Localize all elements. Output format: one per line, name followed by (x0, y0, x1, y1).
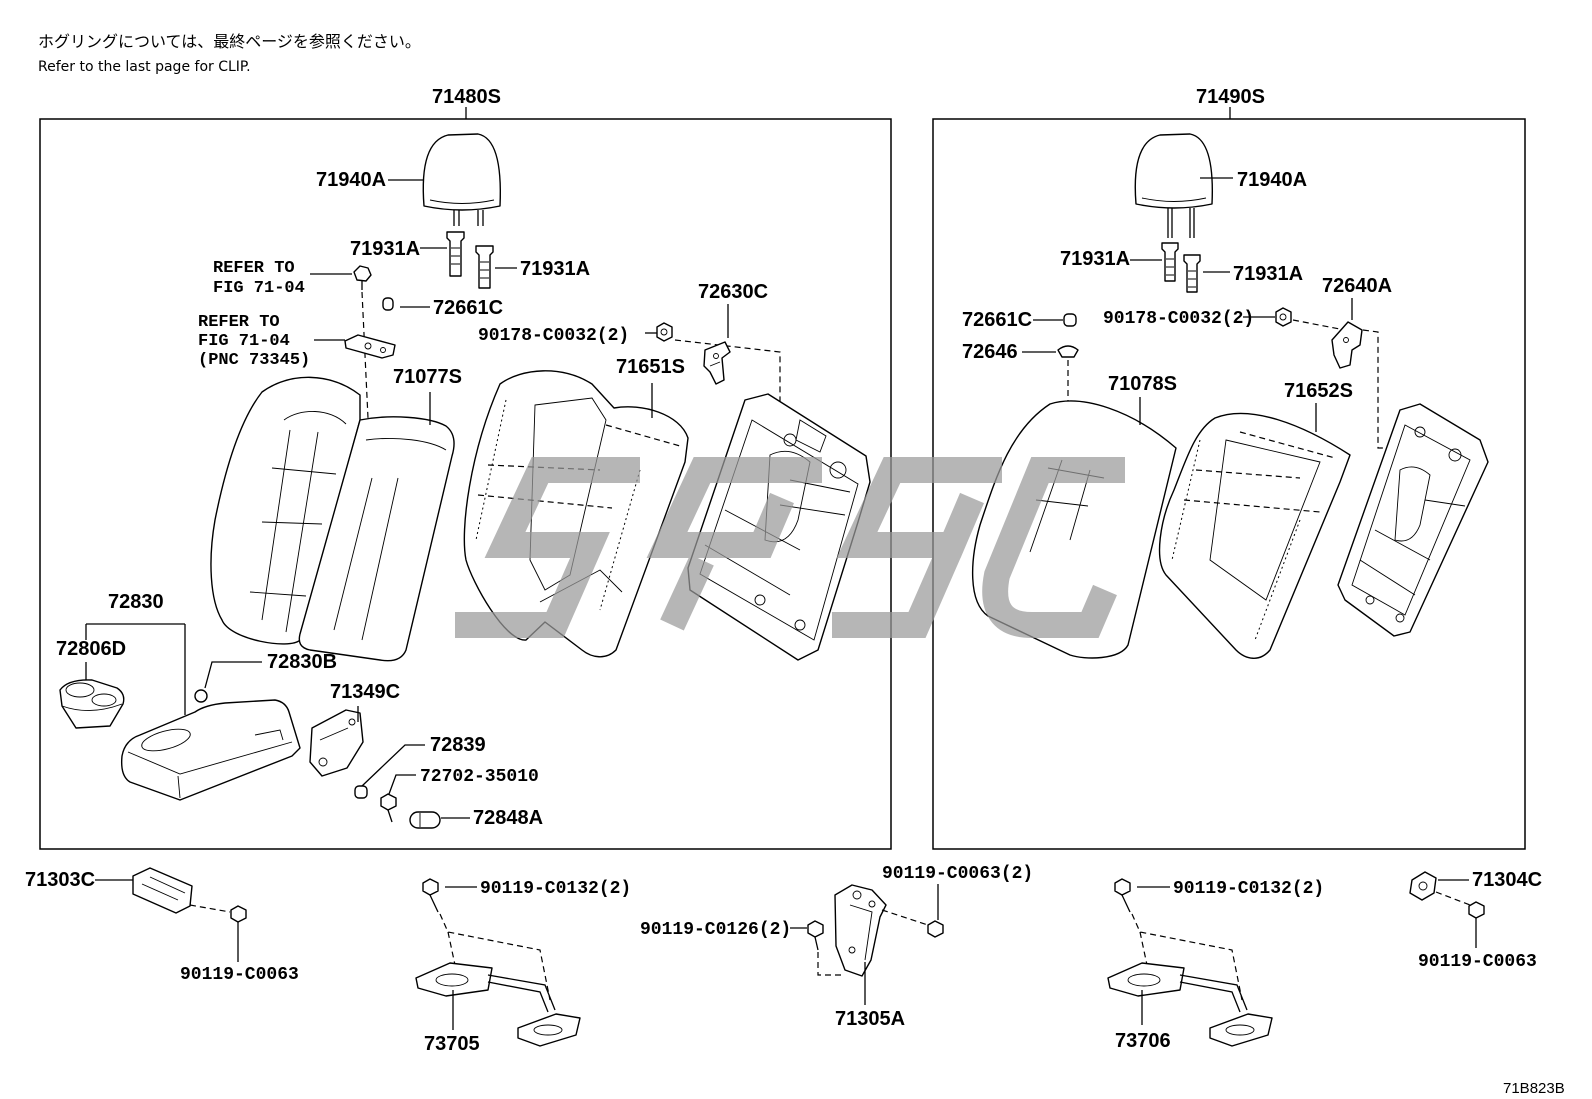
left-assembly-title: 71480S (432, 86, 501, 108)
left-lock-drawing (703, 341, 731, 385)
bottom-bracket-left-bolt-label: 90119-C0132(2) (480, 879, 631, 899)
left-refer-1-line-1: REFER TO (213, 259, 295, 278)
bottom-bracket-center-label: 71305A (835, 1008, 905, 1030)
left-bushing-drawing (354, 785, 368, 799)
bottom-left-bolt-drawing (230, 905, 247, 928)
right-nut-drawing (1275, 307, 1292, 327)
bottom-bracket-left-drawing (415, 878, 581, 1047)
bottom-left-hinge-assembly-line (189, 904, 231, 913)
bottom-center-right-bolt-label: 90119-C0063(2) (882, 864, 1033, 884)
left-headrest-guide-a-drawing (446, 231, 465, 277)
bottom-bracket-left-label: 73705 (424, 1033, 480, 1055)
right-guide-a-label: 71931A (1060, 248, 1130, 270)
right-lock-assembly-line (1362, 329, 1410, 449)
right-stopper-label: 72661C (962, 309, 1032, 331)
clip-note-english: Refer to the last page for CLIP. (38, 59, 251, 75)
left-leader-lines (85, 179, 729, 819)
right-headrest-guide-b-drawing (1183, 254, 1201, 293)
left-bolt-label: 72702-35010 (420, 767, 539, 787)
right-seat-back-frame-drawing (1337, 403, 1489, 637)
left-headrest-label: 71940A (316, 169, 386, 191)
right-clip-label: 72646 (962, 341, 1018, 363)
clip-note-japanese: ホグリングについては、最終ページを参照ください。 (38, 32, 421, 51)
left-cap-label: 72848A (473, 807, 543, 829)
bottom-left-hinge-label: 71303C (25, 869, 95, 891)
left-bolt-drawing (380, 793, 397, 823)
right-headrest-label: 71940A (1237, 169, 1307, 191)
left-cup-holder-drawing (59, 679, 125, 729)
right-headrest-guide-a-drawing (1161, 242, 1179, 282)
right-seat-back-pad-drawing (1158, 412, 1351, 659)
bottom-leader-lines (95, 879, 1477, 1030)
left-cover-label: 71077S (393, 366, 462, 388)
watermark-logo (455, 457, 1125, 638)
right-assembly-title: 71490S (1196, 86, 1265, 108)
left-stopper-label: 72661C (433, 297, 503, 319)
drawing-code: 71B823B (1503, 1080, 1565, 1097)
left-refer-2-line-3: (PNC 73345) (198, 351, 310, 370)
right-leader-lines (1022, 177, 1353, 432)
left-seat-back-pad-drawing (463, 370, 689, 658)
left-bushing-label: 72839 (430, 734, 486, 756)
right-nut-label: 90178-C0032(2) (1103, 309, 1254, 329)
right-assembly-frame (932, 118, 1526, 850)
left-armrest-sub-drawing (194, 689, 208, 703)
left-armrest-sub-label: 72830B (267, 651, 337, 673)
left-armrest-label: 72830 (108, 591, 164, 613)
bottom-right-hinge-label: 71304C (1472, 869, 1542, 891)
bottom-bracket-right-label: 73706 (1115, 1030, 1171, 1052)
left-armrest-drawing (120, 699, 301, 801)
bottom-center-left-bolt-label: 90119-C0126(2) (640, 920, 791, 940)
left-nut-label: 90178-C0032(2) (478, 326, 629, 346)
right-lock-drawing (1331, 321, 1363, 369)
left-cup-holder-label: 72806D (56, 638, 126, 660)
left-refer-clip-drawing (353, 265, 372, 290)
bottom-left-bolt-label: 90119-C0063 (180, 965, 299, 985)
right-pad-label: 71652S (1284, 380, 1353, 402)
bottom-right-bolt-drawing (1468, 901, 1485, 922)
left-lock-label: 72630C (698, 281, 768, 303)
bottom-right-bolt-label: 90119-C0063 (1418, 952, 1537, 972)
left-guide-b-label: 71931A (520, 258, 590, 280)
left-refer-bracket-drawing (344, 334, 396, 359)
right-nut-assembly-line (1292, 319, 1346, 331)
left-nut-drawing (656, 322, 673, 342)
bottom-left-hinge-drawing (132, 867, 193, 914)
bottom-bracket-right-bolt-label: 90119-C0132(2) (1173, 879, 1324, 899)
left-headrest-guide-b-drawing (475, 245, 494, 289)
left-cap-drawing (409, 811, 441, 829)
left-guide-a-label: 71931A (350, 238, 420, 260)
left-refer-2-line-1: REFER TO (198, 313, 280, 332)
bottom-right-hinge-assembly-line (1435, 891, 1471, 906)
left-refer-1-line-2: FIG 71-04 (213, 279, 305, 298)
right-lock-label: 72640A (1322, 275, 1392, 297)
left-headrest-drawing (422, 133, 502, 226)
right-stopper-drawing (1063, 313, 1077, 327)
left-hinge-label: 71349C (330, 681, 400, 703)
bottom-bracket-center-drawing (807, 884, 944, 977)
left-refer-2-line-2: FIG 71-04 (198, 332, 290, 351)
right-clip-drawing (1057, 345, 1079, 358)
right-guide-b-label: 71931A (1233, 263, 1303, 285)
right-headrest-drawing (1134, 133, 1214, 238)
left-stopper-drawing (382, 297, 394, 311)
left-seat-back-cover-drawing (210, 376, 455, 662)
right-cover-label: 71078S (1108, 373, 1177, 395)
left-clip-assembly-line (361, 291, 369, 419)
bottom-bracket-right-drawing (1107, 878, 1273, 1047)
left-hinge-drawing (309, 709, 364, 777)
left-pad-label: 71651S (616, 356, 685, 378)
bottom-right-hinge-drawing (1409, 871, 1437, 901)
